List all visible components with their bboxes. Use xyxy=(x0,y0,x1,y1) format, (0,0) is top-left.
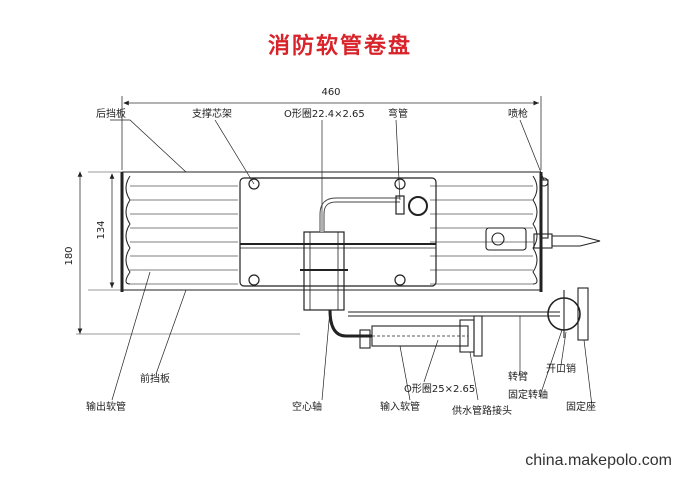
label-input-hose: 输入软管 xyxy=(380,400,420,413)
input-hose-assembly xyxy=(328,309,483,357)
label-split-pin: 开口销 xyxy=(546,362,576,375)
dimension-180: 180 xyxy=(64,171,300,335)
label-support-core: 支撑芯架 xyxy=(192,107,232,120)
dimension-134: 134 xyxy=(88,171,122,291)
label-fixed-base: 固定座 xyxy=(566,400,596,413)
label-supply-joint: 供水管路接头 xyxy=(452,404,512,417)
dimension-460: 460 xyxy=(121,87,542,170)
swivel-pivot-assembly xyxy=(348,287,589,341)
callouts xyxy=(110,119,593,407)
label-oring-top: O形圈22.4×2.65 xyxy=(284,108,365,120)
watermark-text: china.makepolo.com xyxy=(525,452,672,469)
nozzle-assembly xyxy=(485,177,601,251)
label-swivel-arm: 转臂 xyxy=(508,370,528,383)
dim-460-text: 460 xyxy=(321,87,340,98)
label-hollow-shaft: 空心轴 xyxy=(292,400,322,413)
label-oring-bottom: O形圈25×2.65 xyxy=(404,383,475,395)
hollow-shaft xyxy=(300,195,428,311)
label-front-plate: 前挡板 xyxy=(140,372,170,385)
label-rear-plate: 后挡板 xyxy=(96,107,126,120)
reel-body xyxy=(120,171,543,292)
label-elbow: 弯管 xyxy=(388,107,408,120)
dim-134-text: 134 xyxy=(96,220,107,239)
label-output-hose: 输出软管 xyxy=(86,400,126,413)
diagram-title: 消防软管卷盘 xyxy=(267,34,412,59)
label-fixed-pivot: 固定转轴 xyxy=(508,388,548,401)
label-nozzle: 喷枪 xyxy=(508,107,528,120)
dim-180-text: 180 xyxy=(64,246,75,265)
